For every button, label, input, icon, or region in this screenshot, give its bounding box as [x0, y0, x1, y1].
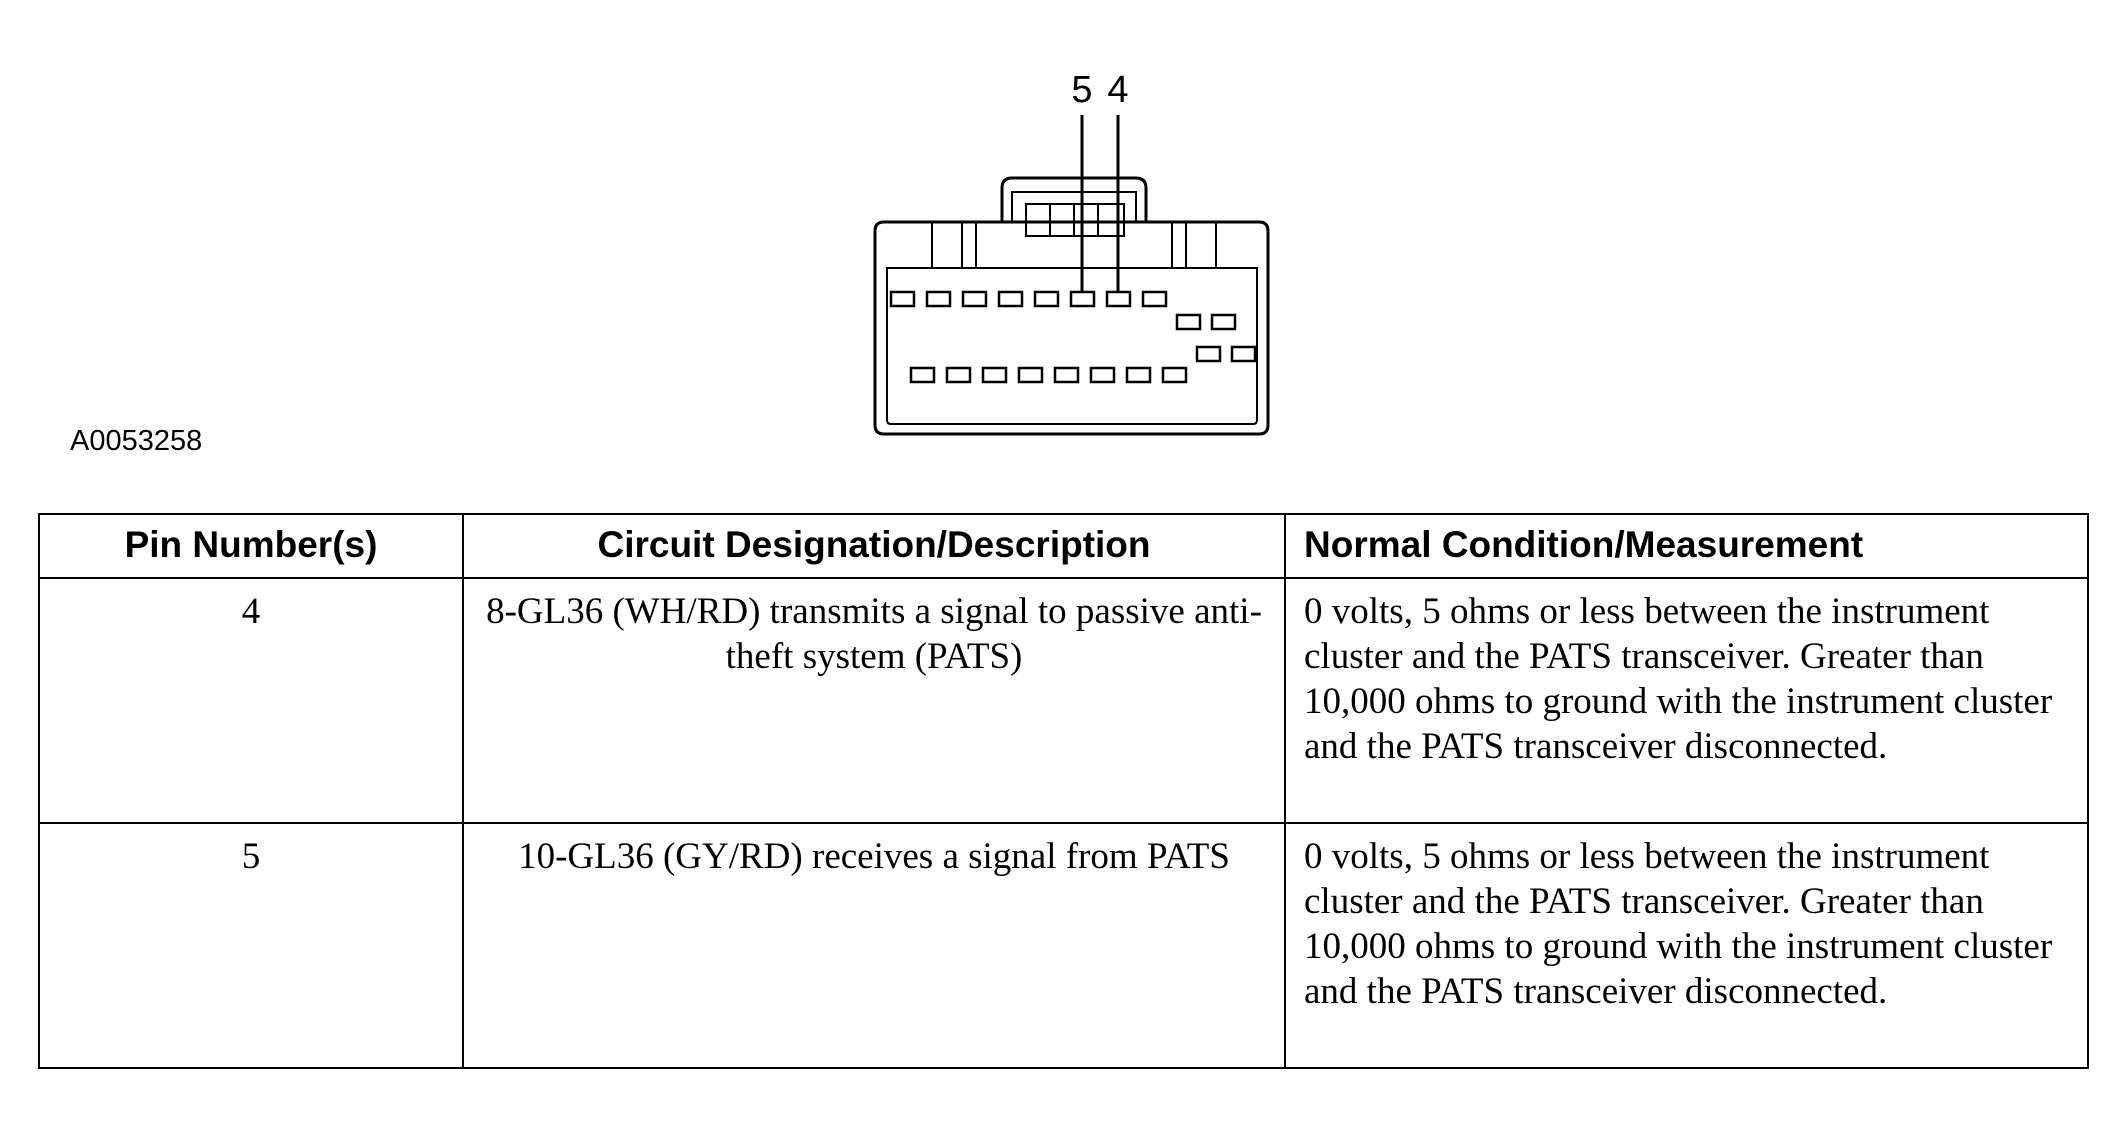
connector-diagram: 5 4 A0053258	[0, 0, 2124, 460]
figure-id: A0053258	[70, 425, 203, 457]
circuit-cell: 8-GL36 (WH/RD) transmits a signal to pas…	[462, 577, 1286, 824]
side-cavities	[1175, 313, 1257, 363]
condition-cell: 0 volts, 5 ohms or less between the inst…	[1284, 822, 2089, 1069]
circuit-cell: 10-GL36 (GY/RD) receives a signal from P…	[462, 822, 1286, 1069]
pin-callout-4: 4	[1107, 69, 1129, 111]
connector-face	[886, 267, 1258, 425]
pin-cell: 5	[38, 822, 464, 1069]
header-condition: Normal Condition/Measurement	[1284, 513, 2089, 579]
header-circuit: Circuit Designation/Description	[462, 513, 1286, 579]
table-row: 5 10-GL36 (GY/RD) receives a signal from…	[38, 822, 2089, 1069]
top-cavity-row	[889, 290, 1168, 308]
table-row: 4 8-GL36 (WH/RD) transmits a signal to p…	[38, 577, 2089, 824]
bottom-cavity-row	[909, 366, 1188, 384]
locking-tab	[1000, 176, 1148, 222]
connector-drawing	[873, 115, 1270, 436]
connector-body	[873, 220, 1270, 436]
condition-cell: 0 volts, 5 ohms or less between the inst…	[1284, 577, 2089, 824]
header-pin-number: Pin Number(s)	[38, 513, 464, 579]
pinout-table: Pin Number(s) Circuit Designation/Descri…	[38, 513, 2089, 1069]
pin-callout-5: 5	[1071, 69, 1093, 111]
pin-cell: 4	[38, 577, 464, 824]
table-header-row: Pin Number(s) Circuit Designation/Descri…	[38, 513, 2089, 579]
